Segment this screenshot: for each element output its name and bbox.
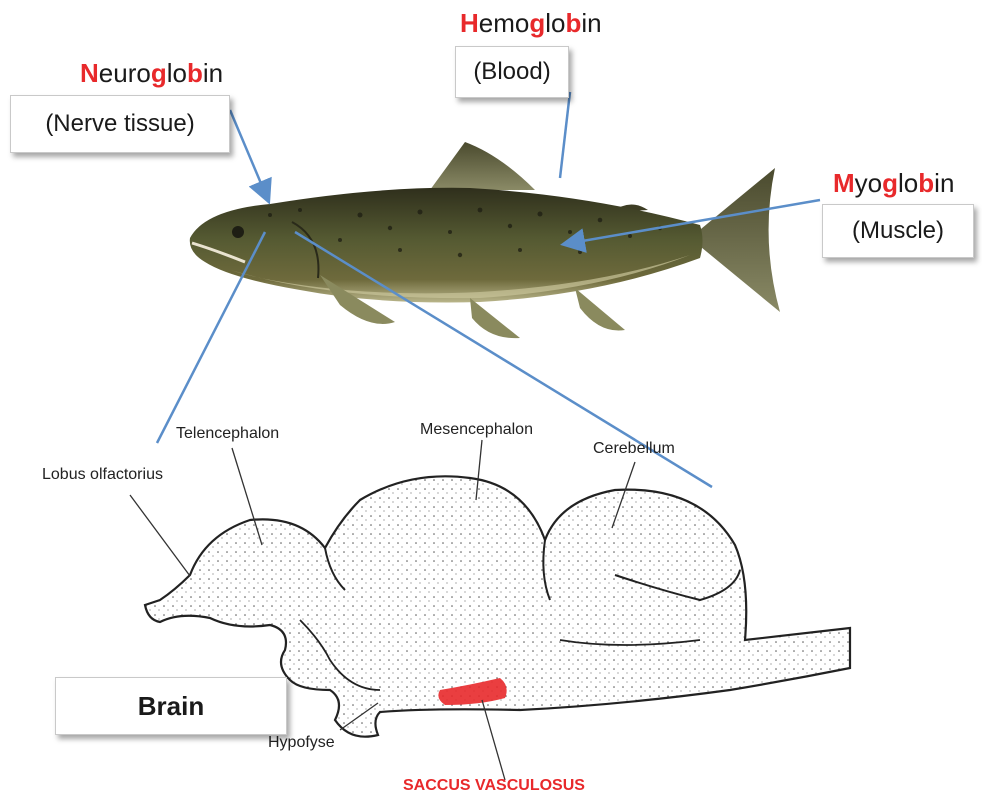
saccus-vasculosus-label: SACCUS VASCULOSUS	[403, 777, 585, 795]
neuroglobin-part: lo	[167, 58, 187, 88]
nerve-tissue-box: (Nerve tissue)	[10, 95, 230, 153]
neuroglobin-part: in	[203, 58, 223, 88]
neuroglobin-arrow	[230, 110, 268, 200]
fish-body	[190, 188, 703, 303]
hemoglobin-letter-b: b	[566, 8, 582, 38]
mesencephalon-label: Mesencephalon	[420, 421, 533, 439]
myoglobin-part: yo	[855, 168, 882, 198]
nerve-tissue-label: (Nerve tissue)	[45, 110, 194, 138]
salmon-illustration	[190, 142, 780, 338]
pelvic-fin	[470, 298, 520, 338]
brain-box-label: Brain	[138, 691, 204, 722]
hemoglobin-part: lo	[545, 8, 565, 38]
hemoglobin-part: emo	[479, 8, 530, 38]
neuroglobin-letter-b: b	[187, 58, 203, 88]
hemoglobin-letter-g: g	[529, 8, 545, 38]
dorsal-fin	[430, 142, 535, 190]
blood-label: (Blood)	[473, 58, 550, 86]
telencephalon-label: Telencephalon	[176, 425, 279, 443]
brain-box: Brain	[55, 677, 287, 735]
muscle-label: (Muscle)	[852, 217, 944, 245]
myoglobin-letter-m: M	[833, 168, 855, 198]
myoglobin-letter-b: b	[918, 168, 934, 198]
fish-eye	[232, 226, 244, 238]
neuroglobin-title: Neuroglobin	[80, 58, 223, 89]
anal-fin	[575, 288, 625, 331]
lobus-olfactorius-label: Lobus olfactorius	[42, 466, 163, 484]
hemoglobin-title: Hemoglobin	[460, 8, 602, 39]
tail-fin	[690, 168, 780, 312]
myoglobin-part: in	[934, 168, 954, 198]
myoglobin-part: lo	[898, 168, 918, 198]
hemoglobin-line	[560, 92, 570, 178]
hemoglobin-letter-h: H	[460, 8, 479, 38]
hypofyse-label: Hypofyse	[268, 734, 335, 752]
blood-box: (Blood)	[455, 46, 569, 98]
cerebellum-label: Cerebellum	[593, 440, 675, 458]
myoglobin-title: Myoglobin	[833, 168, 954, 199]
neuroglobin-part: euro	[99, 58, 151, 88]
neuroglobin-letter-g: g	[151, 58, 167, 88]
myoglobin-letter-g: g	[882, 168, 898, 198]
muscle-box: (Muscle)	[822, 204, 974, 258]
hemoglobin-part: in	[581, 8, 601, 38]
neuroglobin-letter-n: N	[80, 58, 99, 88]
